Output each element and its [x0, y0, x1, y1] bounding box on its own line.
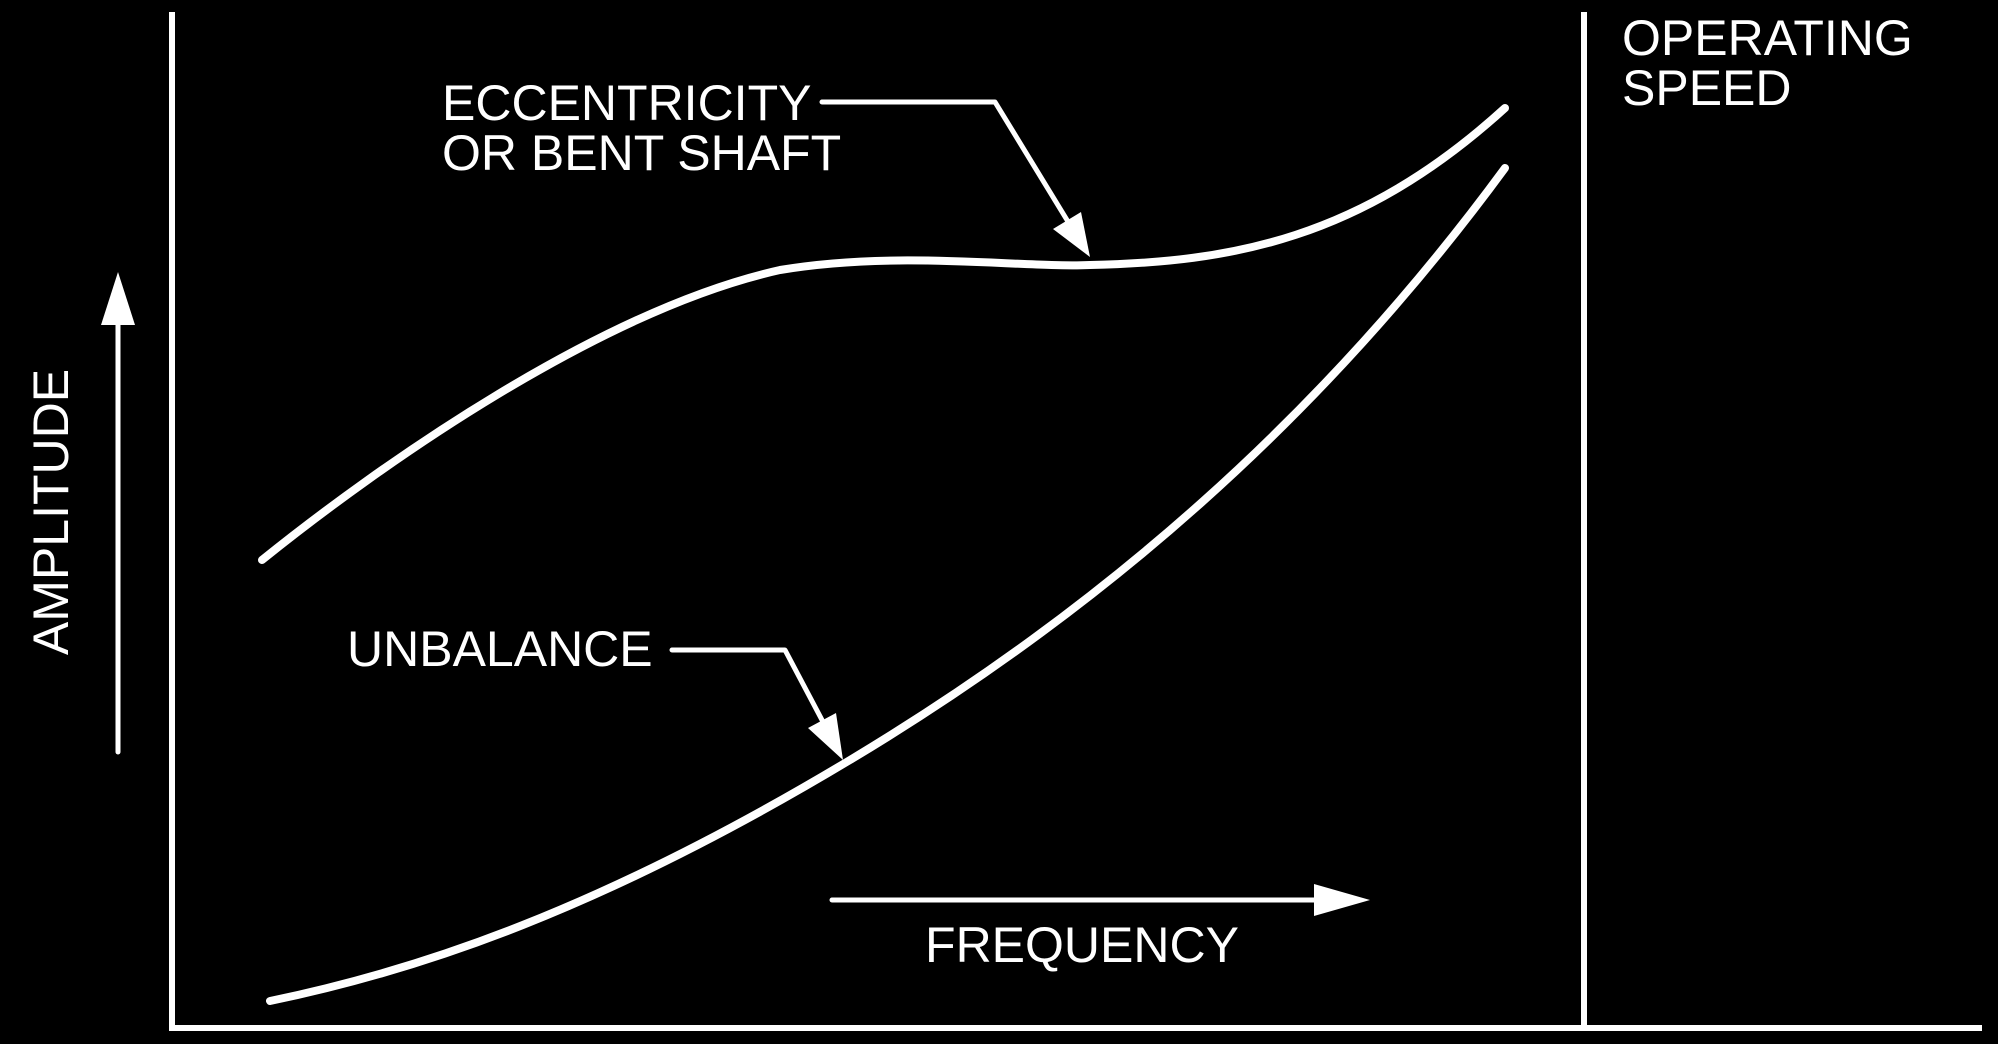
unbalance-leader	[669, 647, 843, 760]
eccentricity-curve	[258, 104, 1509, 564]
eccentricity-leader-arrowhead	[1053, 212, 1090, 257]
unbalance-leader-arrowhead	[808, 713, 843, 760]
unbalance-leader-line	[669, 647, 825, 723]
unbalance-label: UNBALANCE	[347, 621, 653, 677]
frequency-arrowhead	[1314, 884, 1370, 916]
eccentricity-label-line2: OR BENT SHAFT	[442, 125, 841, 181]
y-axis-label: AMPLITUDE	[23, 369, 79, 655]
amplitude-arrow	[101, 272, 135, 755]
frequency-arrow	[829, 884, 1370, 916]
unbalance-curve	[266, 164, 1509, 1005]
operating-speed-label-line2: SPEED	[1622, 60, 1792, 116]
operating-speed-label-line1: OPERATING	[1622, 10, 1913, 66]
eccentricity-label-line1: ECCENTRICITY	[442, 75, 811, 131]
eccentricity-leader	[819, 99, 1090, 257]
amplitude-arrowhead	[101, 272, 135, 325]
eccentricity-leader-line	[819, 99, 1070, 223]
x-axis-label: FREQUENCY	[925, 917, 1239, 973]
